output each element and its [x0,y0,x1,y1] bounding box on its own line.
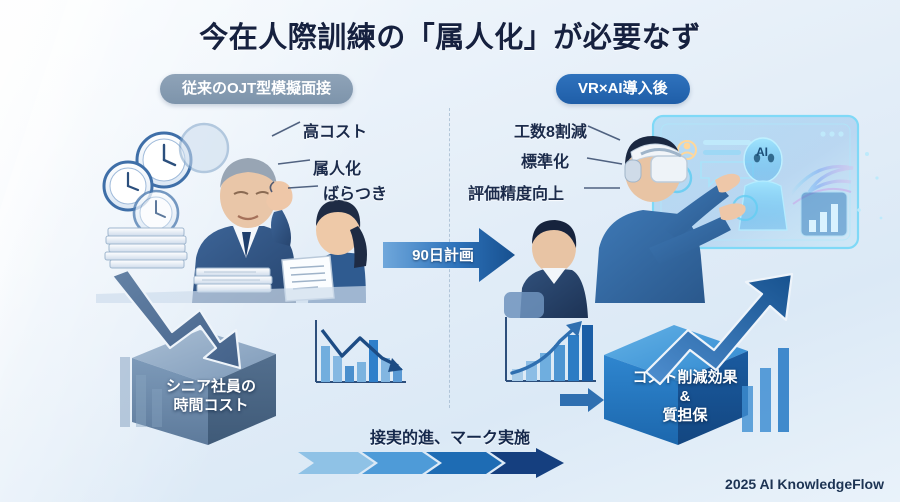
callout-variance: ばらつき [323,186,388,203]
paper-stack [193,267,273,293]
callout-accuracy-up: 評価精度向上 [468,186,565,203]
transition-arrow-label: 90日計画 [412,247,474,264]
footer-credit: 2025 AI KnowledgeFlow [725,476,884,492]
illustration-vr-ai: AI [595,108,895,303]
callout-standardization: 標準化 [521,154,570,171]
connector-chevron [560,388,604,412]
callout-high-cost: 高コスト [303,124,368,141]
illustration-interviewee [498,218,608,318]
transition-arrow-90day: 90日計画 [383,228,515,282]
clock-icon [135,131,193,189]
arrow-rising-large [644,272,794,386]
chart-rising-performance [498,315,598,387]
chart-bars [321,340,402,382]
process-label: 接実的進、マーク実施 [369,430,530,447]
vr-user-figure [595,136,746,303]
callout-leader-lines-right [584,125,623,189]
section-badge-before: 従来のOJT型模擬面接 [160,74,354,104]
callout-effort-reduction: 工数8割減 [514,124,587,141]
callout-person-dependent: 属人化 [313,161,362,178]
callout-leader-lines-left [269,121,319,193]
clock-icon [178,122,230,174]
illustration-stressed-employee [96,108,367,303]
paper-stack [104,227,188,269]
decorative-bars-right [742,348,789,432]
decorative-bars-left [120,357,162,427]
vr-headset-icon [624,143,688,183]
clock-icon [132,189,180,237]
ai-label: AI [756,145,768,159]
page-title: 今在人際訓練の「属人化」が必要なず [199,22,701,54]
arrow-declining-large [110,268,242,370]
chart-declining-performance [308,318,408,388]
section-badge-after: VR×AI導入後 [556,74,690,104]
process-chevron-strip [298,448,598,478]
hologram-bar-chart [800,191,848,237]
chart-bars [512,325,593,381]
